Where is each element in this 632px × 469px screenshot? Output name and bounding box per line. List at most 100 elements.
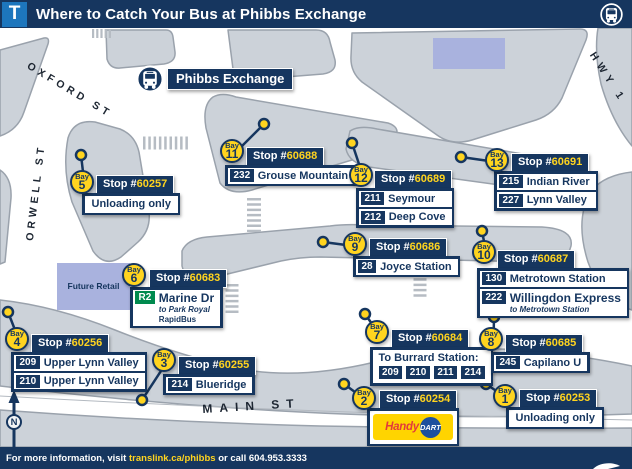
- route-badge: 214: [461, 366, 485, 379]
- bay-word: Bay: [225, 140, 239, 150]
- stop-number: 60683: [189, 272, 221, 284]
- route-name: Indian River: [526, 175, 590, 188]
- stop-number: 60255: [218, 359, 250, 371]
- route-subtext: to Metrotown Station: [509, 304, 590, 314]
- bay-number: 11: [225, 147, 239, 162]
- route-badge: 210: [16, 374, 40, 388]
- north-label: N: [6, 414, 22, 430]
- route-badge: 211: [361, 192, 385, 205]
- bay-word: Bay: [354, 164, 368, 174]
- stop-number-label: Stop #60688: [246, 147, 325, 166]
- exchange-name-label: Phibbs Exchange: [167, 68, 294, 90]
- stop-number: 60254: [419, 393, 451, 405]
- stop-dot: [135, 393, 149, 407]
- stop-number: 60689: [414, 173, 446, 185]
- route-badge: R2: [135, 291, 155, 304]
- route-badge: 232: [230, 169, 254, 182]
- stop-prefix: Stop #: [156, 272, 190, 284]
- route-badge: 28: [358, 260, 377, 273]
- footer-text: or call 604.953.3333: [215, 452, 307, 464]
- bay-number: 13: [490, 156, 504, 171]
- bay-number: 12: [354, 171, 368, 186]
- bay-number: 9: [351, 240, 359, 255]
- stop-routes-box: Unloading only: [82, 193, 181, 215]
- stop-number-label: Stop #60253: [519, 389, 598, 408]
- stop-prefix: Stop #: [103, 178, 137, 190]
- route-name: Marine Dr: [158, 291, 215, 305]
- route-subtext: RapidBus: [158, 314, 197, 324]
- bay-number: 10: [477, 248, 491, 263]
- stop-dot: [475, 224, 489, 238]
- stop-prefix: Stop #: [504, 253, 538, 265]
- exchange-callout: Phibbs Exchange: [136, 65, 294, 98]
- map-block-top-a: [105, 29, 176, 69]
- translink-wing-icon: [593, 463, 620, 469]
- bus-icon: [600, 2, 623, 26]
- map-block-topleft: [0, 37, 50, 137]
- building-block: [433, 38, 505, 69]
- bay-number: 8: [487, 335, 495, 350]
- stop-number-label: Stop #60685: [505, 334, 584, 353]
- bay-word: Bay: [75, 171, 89, 181]
- stop-prefix: Stop #: [518, 156, 552, 168]
- bay-word: Bay: [10, 328, 24, 338]
- route-badge: 209: [378, 366, 403, 379]
- stop-number-label: Stop #60684: [391, 329, 470, 348]
- bay-word: Bay: [357, 387, 371, 397]
- route-name: Willingdon Express: [509, 290, 621, 305]
- unloading-note: Unloading only: [84, 195, 178, 213]
- footer-link[interactable]: translink.ca/phibbs: [129, 452, 216, 464]
- stop-number-label: Stop #60691: [511, 153, 590, 172]
- map-block-topright: [350, 28, 588, 143]
- destination-heading: To Burrard Station:: [378, 351, 479, 364]
- map-block-hwy-corner: [595, 27, 632, 147]
- route-badge: 130: [482, 272, 506, 285]
- route-name: Lynn Valley: [526, 194, 587, 206]
- route-badge: 222: [482, 290, 506, 304]
- stop-dot: [454, 150, 468, 164]
- stop-prefix: Stop #: [386, 393, 420, 405]
- map-block-left-strip: [0, 169, 12, 265]
- bay-number: 6: [130, 271, 138, 286]
- route-badge: 215: [499, 175, 523, 188]
- bay-number: 3: [160, 356, 168, 371]
- bay-word: Bay: [127, 264, 141, 274]
- route-badge: 245: [496, 356, 520, 369]
- title-bar: T Where to Catch Your Bus at Phibbs Exch…: [0, 0, 632, 28]
- stop-number-label: Stop #60687: [497, 250, 576, 269]
- route-name: Capilano U: [523, 356, 582, 369]
- footer-text: For more information, visit: [6, 452, 129, 464]
- stop-number: 60684: [431, 332, 463, 344]
- handydart-dart-text: DART: [419, 416, 441, 438]
- bus-badge-icon: [136, 65, 164, 98]
- stop-dot: [257, 117, 271, 131]
- stop-number-label: Stop #60254: [379, 390, 458, 409]
- route-badge: 210: [406, 366, 430, 379]
- stop-routes-box: Unloading only: [506, 407, 605, 429]
- route-name: Deep Cove: [388, 211, 446, 223]
- info-bar: For more information, visit translink.ca…: [0, 447, 632, 469]
- bay-number: 4: [13, 335, 21, 350]
- stop-number: 60687: [537, 253, 569, 265]
